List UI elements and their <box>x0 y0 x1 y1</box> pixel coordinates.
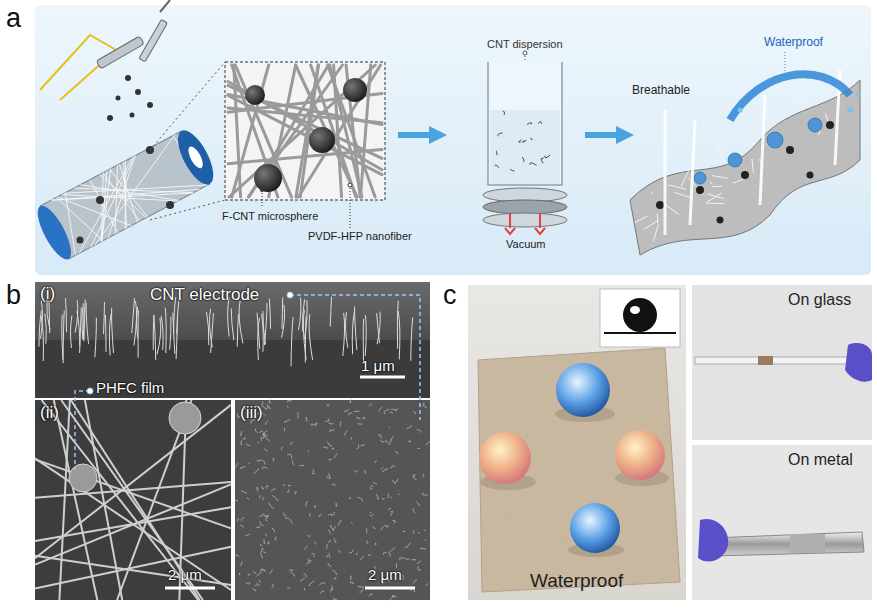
part-label: F-CNT microsphere <box>222 210 318 223</box>
scale-bar-label: 2 μm <box>368 566 402 583</box>
photo-caption: On metal <box>788 451 853 469</box>
panel-index: (ii) <box>40 403 59 423</box>
collector-roller <box>31 125 220 263</box>
photo-caption: Waterproof <box>530 570 623 592</box>
panel-letter: c <box>443 280 457 311</box>
scale-bar-label: 1 μm <box>361 357 395 374</box>
sem-image: (i) CNT electrodePHFC film 1 μm <box>35 282 430 398</box>
spinneret <box>40 0 170 100</box>
photo-caption: On glass <box>788 291 851 309</box>
panel-letter: b <box>6 280 21 311</box>
layer-label: PHFC film <box>96 379 164 396</box>
part-label: Vacuum <box>506 238 546 251</box>
sem-image: (ii) 2 μm <box>35 400 231 600</box>
panel-index: (iii) <box>240 403 263 423</box>
panel-letter: a <box>6 3 21 34</box>
part-label: PVDF-HFP nanofiber <box>308 230 412 243</box>
falling-droplets <box>107 75 153 121</box>
sem-image: (iii) 2 μm <box>235 400 430 600</box>
scale-bar-label: 2 μm <box>168 566 202 583</box>
photo-panel: On metal <box>692 445 872 600</box>
panel-index: (i) <box>40 284 55 304</box>
photo-panel: On glass <box>692 285 872 440</box>
photo-panel: Waterproof <box>468 285 686 600</box>
part-label: Waterproof <box>764 36 823 50</box>
part-label: CNT dispersion <box>487 38 563 51</box>
part-label: Breathable <box>632 84 690 98</box>
layer-label: CNT electrode <box>150 285 259 305</box>
